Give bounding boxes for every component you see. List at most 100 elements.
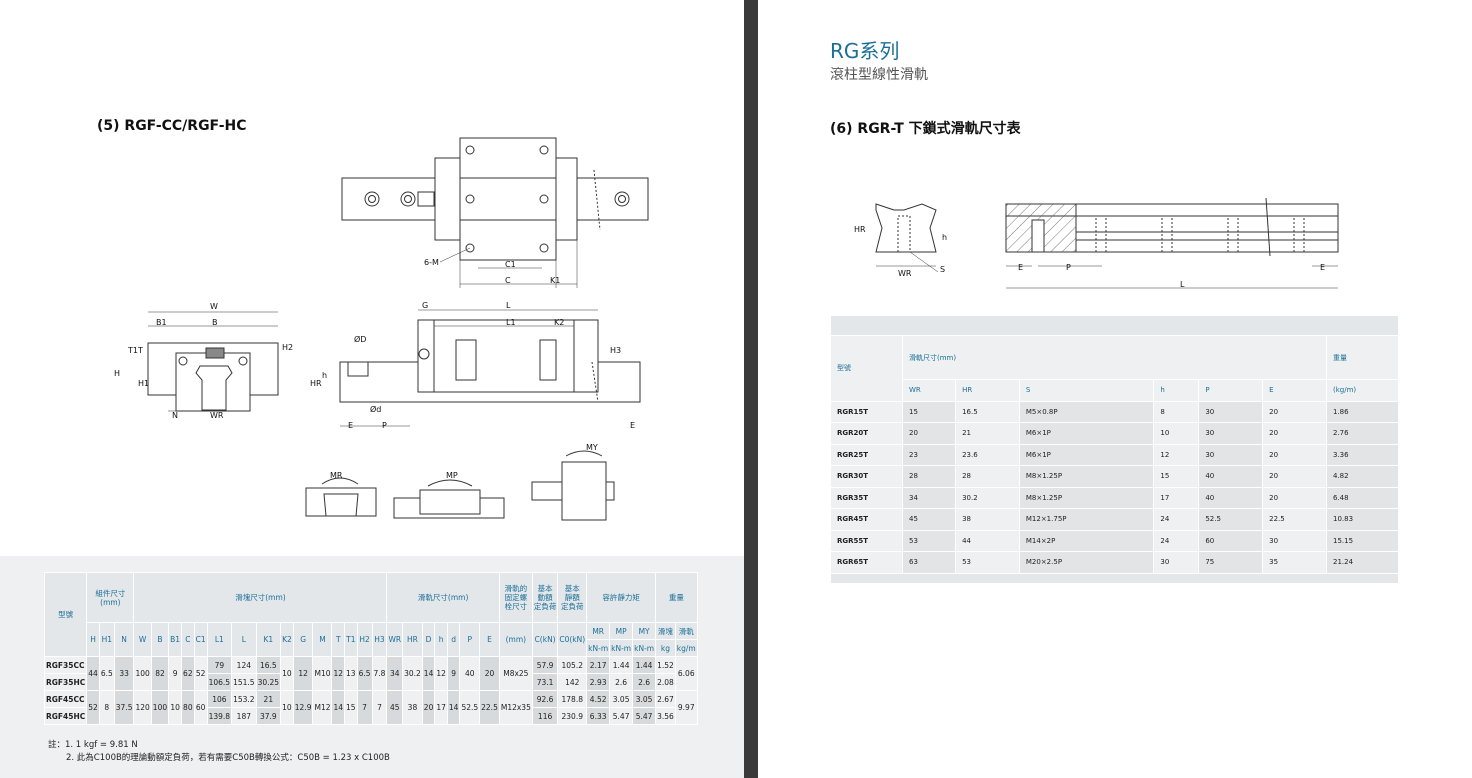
rail-hdr-weight: 重量 xyxy=(1326,335,1399,380)
section-title-rgr: (6) RGR-T 下鎖式滑軌尺寸表 xyxy=(830,121,1021,137)
hdr2-col-12: G xyxy=(292,622,314,657)
cell-d: 9 xyxy=(446,656,461,691)
hdr2-col-18: WR xyxy=(386,622,404,657)
model-name: RGF45CC xyxy=(43,690,88,708)
cell-k2: 10 xyxy=(280,690,294,725)
hdr2-col-6: C xyxy=(181,622,195,657)
hdr-static-load: 基本 靜額 定負荷 xyxy=(557,572,588,623)
hdr2-col-21: h xyxy=(434,622,448,657)
label-b1: B1 xyxy=(156,318,167,327)
hdr2-col-2: N xyxy=(113,622,135,657)
label-rail-e-left: E xyxy=(1018,263,1023,272)
label-od-small: Ød xyxy=(370,404,381,414)
hdr2-col-4: B xyxy=(150,622,170,657)
cell-c1: 52 xyxy=(193,656,208,691)
label-p: P xyxy=(382,421,387,430)
hdr-moment: 容許靜力矩 xyxy=(586,572,657,623)
cell-d: 14 xyxy=(446,690,461,725)
label-h: H xyxy=(114,369,120,378)
cell-l1: 106 xyxy=(206,690,233,708)
rail-cell: 35 xyxy=(1262,551,1327,574)
rail-col-4: P xyxy=(1198,379,1264,402)
label-b: B xyxy=(212,318,218,327)
hdr3-unit-1: kN-m xyxy=(609,639,634,657)
hdr2-col-25: (mm) xyxy=(498,622,533,657)
rail-cell: 21.24 xyxy=(1326,551,1399,574)
side-view-drawing: G L L1 K2 H3 ØD h HR Ød E P E xyxy=(306,298,656,433)
cell-w: 120 xyxy=(133,690,152,725)
label-rail-h: h xyxy=(942,233,947,242)
cell-l: 187 xyxy=(231,707,257,725)
hdr2-col-11: K2 xyxy=(280,622,294,657)
hdr-rail: 滑軌尺寸(mm) xyxy=(386,572,500,623)
cell-block_kg: 3.56 xyxy=(655,707,676,725)
rail-cell: 40 xyxy=(1198,465,1264,488)
rail-cell: 3.36 xyxy=(1326,443,1399,466)
rgf-spec-table: 型號 組件尺寸 (mm) 滑塊尺寸(mm) 滑軌尺寸(mm) 滑軌的 固定螺 栓… xyxy=(43,572,698,725)
rail-cell: 20 xyxy=(901,422,957,445)
hdr2-col-0: H xyxy=(86,622,100,657)
cell-l1: 79 xyxy=(206,656,233,674)
rail-col-0: WR xyxy=(901,379,957,402)
moment-drawings: MR MP MY xyxy=(300,442,620,524)
hdr2-col-9: L xyxy=(231,622,257,657)
rail-cell: M12×1.75P xyxy=(1018,508,1155,531)
hdr2-col-5: B1 xyxy=(168,622,183,657)
cell-bolt: M8x25 xyxy=(498,656,533,691)
hdr3-unit-3: kg xyxy=(655,639,676,657)
hdr2-col-1: H1 xyxy=(98,622,115,657)
cell-m: M10 xyxy=(312,656,333,691)
hdr2-col-7: C1 xyxy=(193,622,208,657)
cell-m: M12 xyxy=(312,690,333,725)
cell-d: 20 xyxy=(421,690,436,725)
cell-mr: 6.33 xyxy=(586,707,611,725)
rail-cell: 6.48 xyxy=(1326,486,1399,509)
section-title-rgf: (5) RGF-CC/RGF-HC xyxy=(97,118,247,134)
cell-h1: 8 xyxy=(98,690,115,725)
cell-h2: 7 xyxy=(356,690,373,725)
hdr-block: 滑塊尺寸(mm) xyxy=(133,572,388,623)
cell-my: 1.44 xyxy=(632,656,657,674)
hdr2-col-15: T1 xyxy=(344,622,358,657)
label-od: ØD xyxy=(354,334,366,344)
hdr2-col-20: D xyxy=(421,622,436,657)
cell-block_kg: 2.08 xyxy=(655,673,676,691)
hdr3-unit-0: kN-m xyxy=(586,639,611,657)
rail-cell: 40 xyxy=(1198,486,1264,509)
rail-model-name: RGR45T xyxy=(830,508,903,531)
rail-cell: 23.6 xyxy=(955,443,1020,466)
rail-cell: 60 xyxy=(1198,529,1264,552)
label-h3: H3 xyxy=(610,346,621,355)
rail-cell: 15 xyxy=(1153,465,1200,488)
label-hr: HR xyxy=(310,379,322,388)
cell-p: 52.5 xyxy=(459,690,481,725)
rail-cell: 30 xyxy=(1153,551,1200,574)
front-view-drawing: W B1 B T1 T H2 H H1 N WR xyxy=(108,298,298,423)
cell-b: 100 xyxy=(150,690,170,725)
label-rail-l: L xyxy=(1180,280,1185,289)
cell-g: 12 xyxy=(292,656,314,691)
hdr2-col-27: C0(kN) xyxy=(557,622,588,657)
model-name: RGF35HC xyxy=(43,673,88,691)
rail-cell: 22.5 xyxy=(1262,508,1327,531)
rail-cell: 63 xyxy=(901,551,957,574)
cell-k1: 30.25 xyxy=(255,673,282,691)
rail-cell: 1.86 xyxy=(1326,400,1399,423)
label-c1: C1 xyxy=(505,260,516,269)
hdr2-col-29: MP xyxy=(609,622,634,640)
cell-c0: 105.2 xyxy=(557,656,588,674)
label-h1: H1 xyxy=(138,379,149,388)
rail-cell: M14×2P xyxy=(1018,529,1155,552)
cell-c: 80 xyxy=(181,690,195,725)
cell-my: 3.05 xyxy=(632,690,657,708)
rail-col-3: h xyxy=(1153,379,1200,402)
label-rail-e-right: E xyxy=(1320,263,1325,272)
hdr3-unit-2: kN-m xyxy=(632,639,657,657)
